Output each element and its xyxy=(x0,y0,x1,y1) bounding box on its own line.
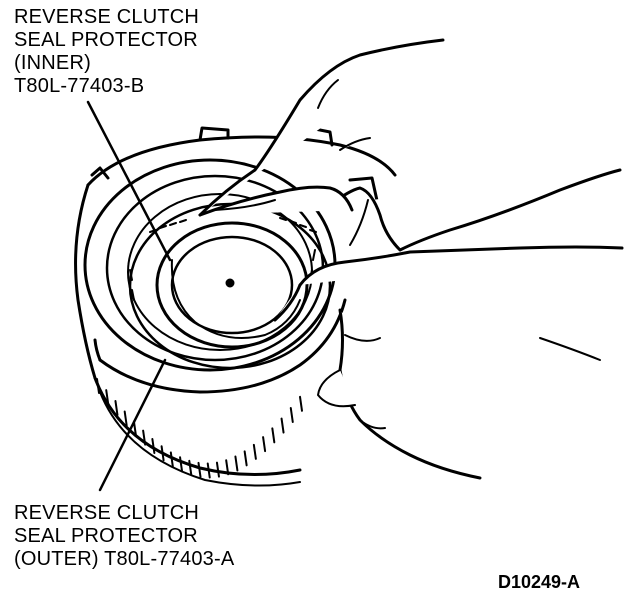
gear-tooth xyxy=(142,429,147,446)
leader-lines xyxy=(86,100,172,492)
gear-tooth xyxy=(188,459,193,476)
gear-tooth xyxy=(215,461,220,478)
callout-outer-line-3: (OUTER) T80L-77403-A xyxy=(14,548,235,570)
gear-teeth xyxy=(93,376,303,487)
gear-tooth xyxy=(169,451,174,468)
callout-outer-seal-protector: REVERSE CLUTCH SEAL PROTECTOR (OUTER) T8… xyxy=(14,502,234,571)
figure-id: D10249-A xyxy=(498,572,581,592)
callout-inner-line-3: (INNER) xyxy=(14,52,91,74)
gear-tooth xyxy=(243,450,248,467)
upper-hand xyxy=(198,38,622,252)
inner-seal-protector xyxy=(155,221,309,349)
gear-tooth xyxy=(252,443,257,460)
callout-inner-line-2: SEAL PROTECTOR xyxy=(14,29,198,51)
gear-tooth xyxy=(160,445,165,462)
callout-outer-line-2: SEAL PROTECTOR xyxy=(14,525,198,547)
gear-tooth xyxy=(271,427,276,444)
gear-tooth xyxy=(206,462,211,479)
gear-tooth xyxy=(105,389,110,406)
gear-tooth xyxy=(151,437,156,454)
lower-hand xyxy=(273,245,624,480)
gear-tooth xyxy=(123,410,128,427)
gear-tooth xyxy=(262,436,267,453)
gear-tooth xyxy=(197,461,202,478)
gear-tooth xyxy=(179,456,184,473)
gear-tooth xyxy=(114,399,119,416)
callout-outer-line-1: REVERSE CLUTCH xyxy=(14,502,200,524)
callout-inner-line-1: REVERSE CLUTCH xyxy=(14,6,200,28)
gear-tooth xyxy=(299,395,303,412)
callout-inner-seal-protector: REVERSE CLUTCH SEAL PROTECTOR (INNER) T8… xyxy=(14,6,199,98)
leader-line-outer xyxy=(98,358,167,492)
gear-tooth xyxy=(234,455,239,472)
gear-tooth xyxy=(96,378,100,394)
gear-tooth xyxy=(289,407,294,424)
gear-tooth xyxy=(280,417,285,434)
leader-line-inner xyxy=(86,100,172,262)
callout-inner-line-4: T80L-77403-B xyxy=(14,75,145,97)
gear-tooth xyxy=(225,459,230,476)
